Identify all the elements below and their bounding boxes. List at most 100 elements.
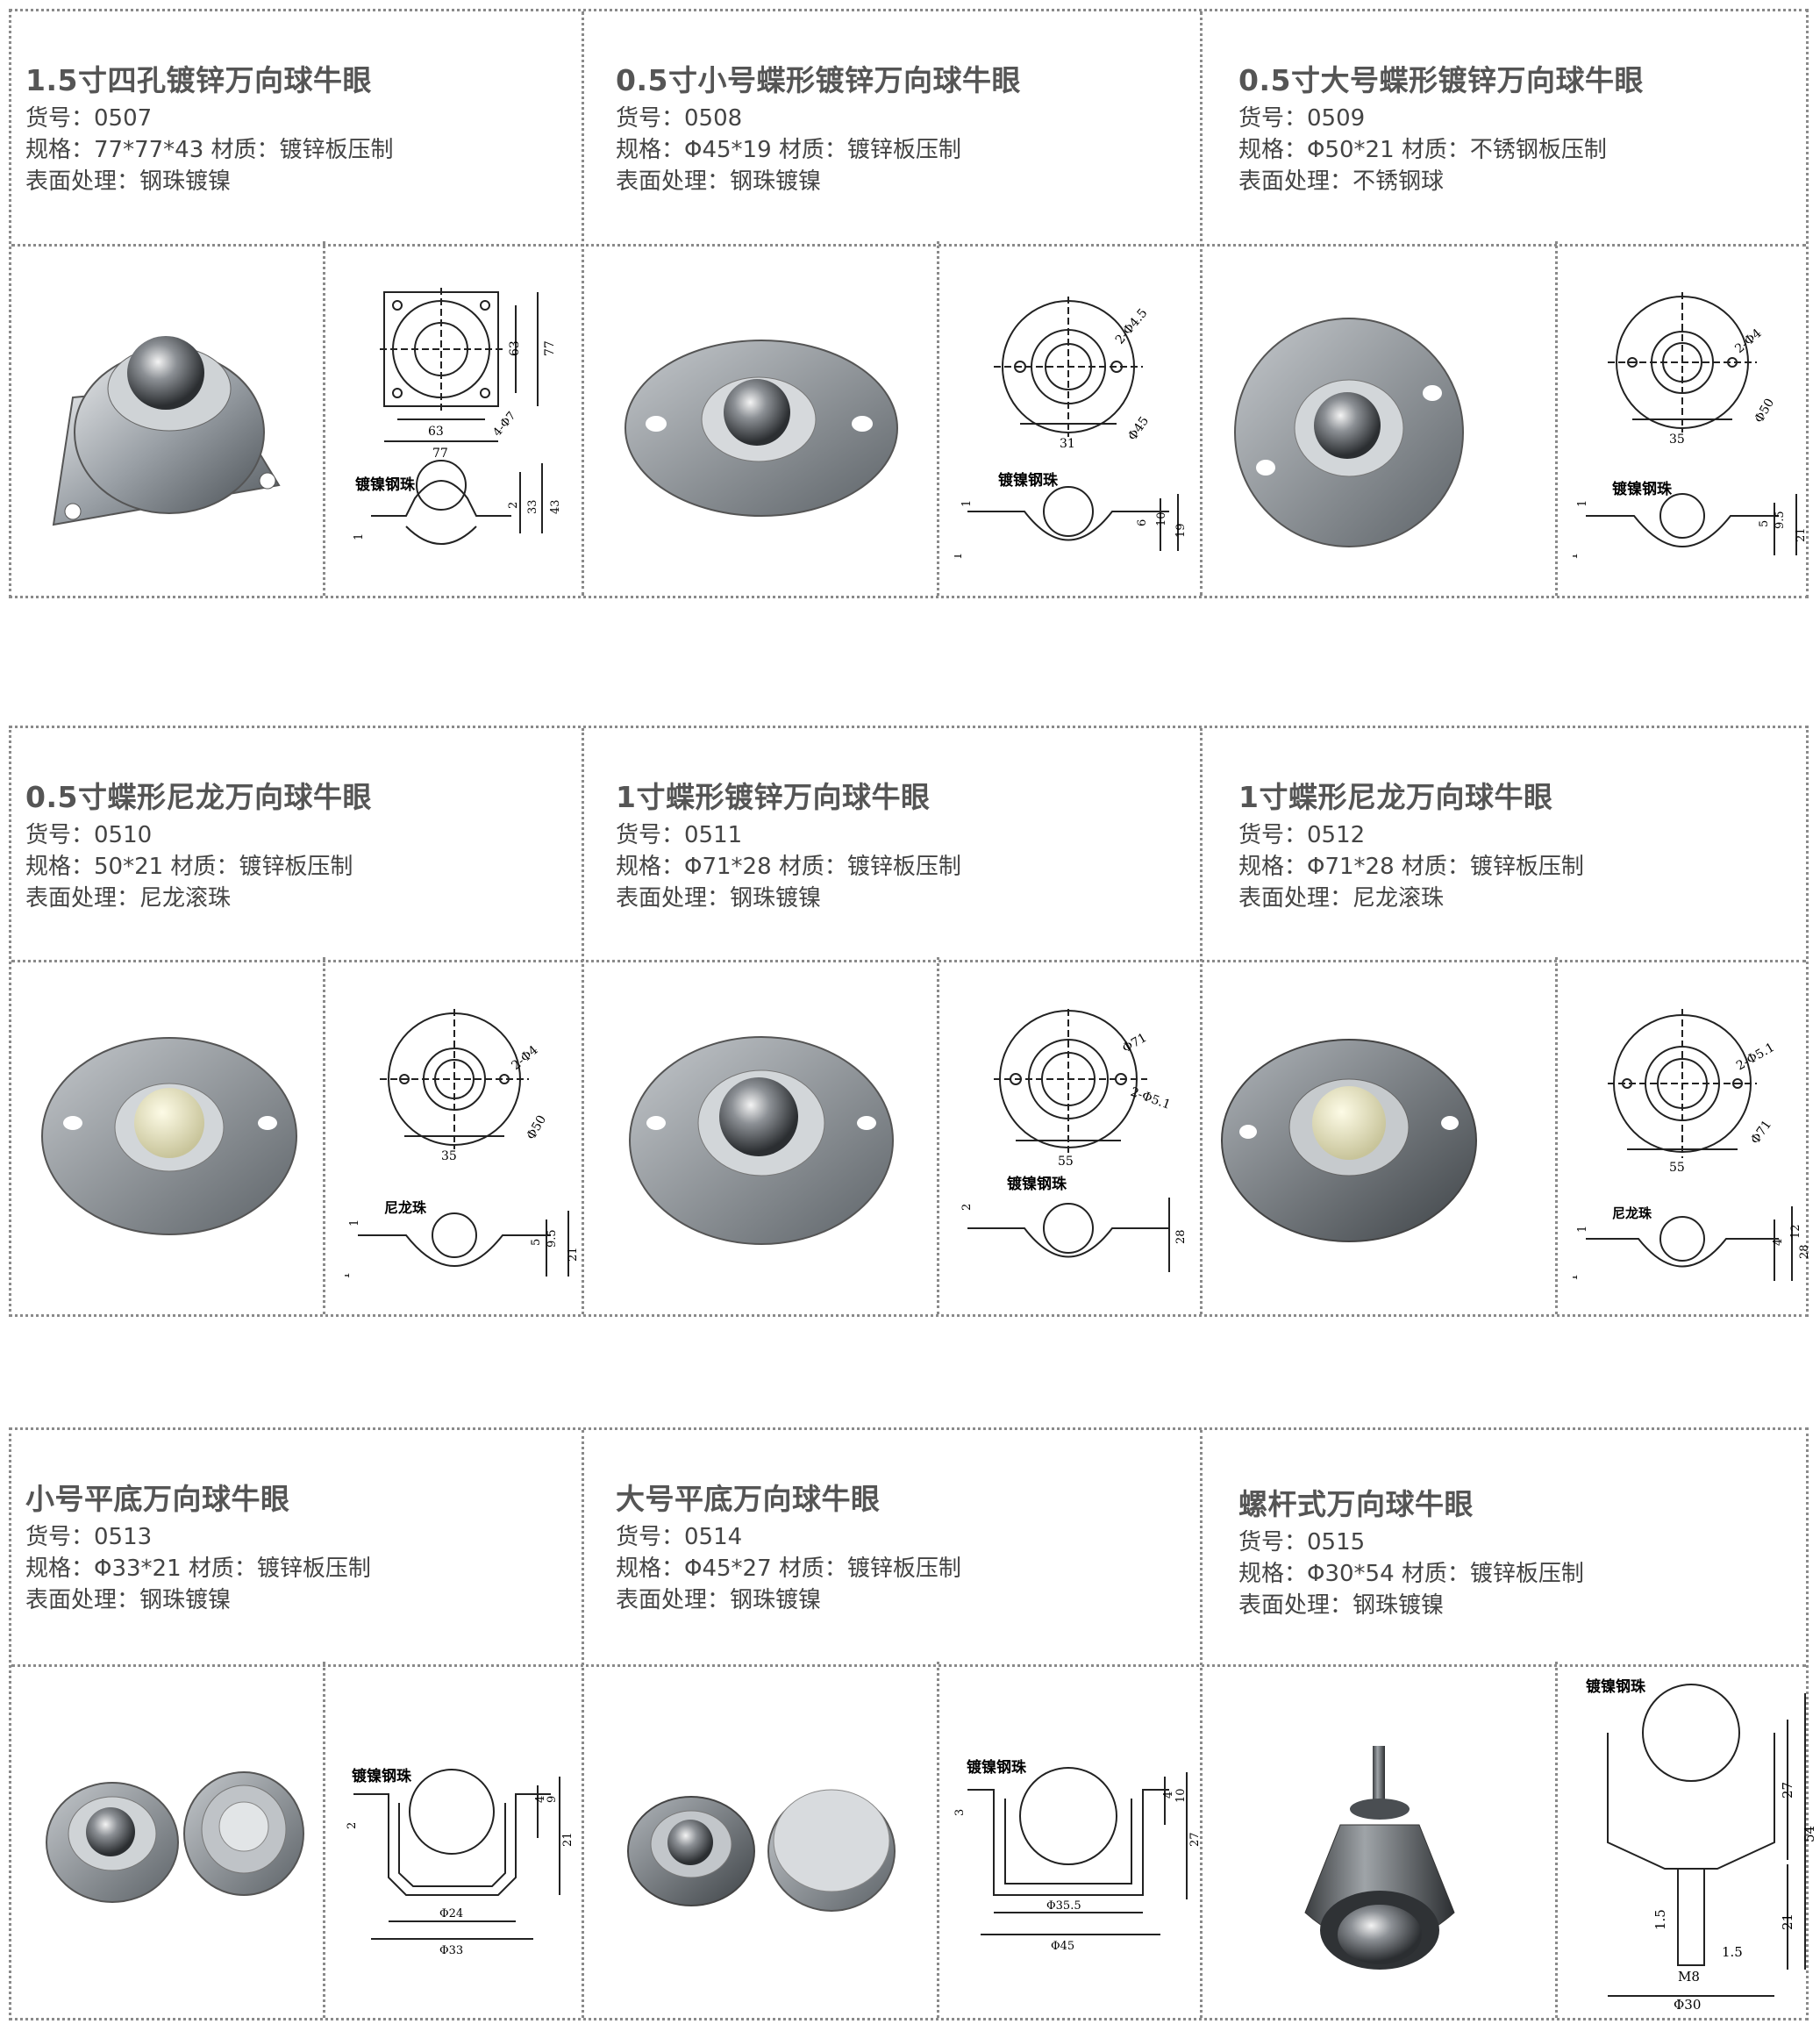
drawing-label: 镀镍钢珠 [1586,1677,1646,1696]
dim-label: 1 [345,1272,353,1279]
spec-material: 规格：77*77*43 材质：镀锌板压制 [25,137,394,163]
dim-label: 1 [1576,500,1589,507]
product-card-0511: 1寸蝶形镀锌万向球牛眼 货号：0511 规格：Φ71*28 材质：镀锌板压制 表… [602,728,1198,961]
dim-label: 1 [1573,1274,1581,1281]
dim-label: 1 [960,500,974,507]
divider [1555,241,1558,596]
product-title: 1寸蝶形镀锌万向球牛眼 [616,780,931,814]
dim-label: 2-Φ4 [509,1043,540,1073]
drawing-label: 镀镍钢珠 [1612,480,1673,498]
product-photo [1304,1746,1455,1970]
dim-label: Φ24 [439,1907,463,1920]
dim-label: 33 [526,499,539,514]
item-number: 货号：0514 [616,1524,743,1550]
technical-drawing: 镀镍钢珠 2 4 9 21 Φ24 Φ33 [346,1767,575,1957]
dim-label: 28 [1174,1229,1188,1244]
product-card-0515: 螺杆式万向球牛眼 货号：0515 规格：Φ30*54 材质：镀锌板压制 表面处理… [1224,1430,1803,1663]
product-card-0508: 0.5寸小号蝶形镀锌万向球牛眼 货号：0508 规格：Φ45*19 材质：镀锌板… [602,11,1198,244]
dim-label: 2 [960,1204,974,1211]
divider [582,728,584,1314]
divider [937,957,939,1314]
divider [1200,11,1203,596]
dim-label: 43 [549,499,562,514]
dim-label: 2-Φ4.5 [1113,306,1151,347]
spec-material: 规格：Φ45*27 材质：镀锌板压制 [616,1556,961,1582]
product-photo [1221,1039,1477,1242]
dim-label: 4-Φ7 [491,410,519,440]
product-row-2: 0.5寸蝶形尼龙万向球牛眼 货号：0510 规格：50*21 材质：镀锌板压制 … [9,726,1811,1317]
dim-label: 9.5 [1774,511,1787,529]
drawing-label: 镀镍钢珠 [352,1767,412,1785]
dim-label: 63 [508,340,522,356]
technical-drawing: 2-Φ4 Φ50 35 镀镍钢珠 9.5 5 21 1 1 [1573,292,1808,560]
dim-label: M8 [1678,1969,1700,1985]
product-photo [629,1036,894,1245]
technical-drawing: 2-Φ4 Φ50 35 尼龙珠 9.5 5 21 1 1 [345,1009,580,1279]
dim-label: 63 [428,425,444,439]
product-card-0512: 1寸蝶形尼龙万向球牛眼 货号：0512 规格：Φ71*28 材质：镀锌板压制 表… [1224,728,1803,961]
dim-label: 5 [1758,520,1771,527]
dim-label: 21 [1780,1913,1795,1930]
spec-material: 规格：Φ71*28 材质：镀锌板压制 [616,854,961,880]
drawing-label: 尼龙珠 [1612,1205,1652,1221]
divider [1200,1430,1203,2018]
dim-label: 10 [1155,511,1168,526]
divider [11,1664,1806,1667]
product-photo [52,336,281,526]
technical-drawing: 镀镍钢珠 3 4 10 27 Φ35.5 Φ45 [954,1758,1202,1953]
surface-treatment: 表面处理：钢珠镀镍 [25,168,232,195]
dim-label: 4 [534,1796,547,1803]
surface-treatment: 表面处理：尼龙滚珠 [1238,885,1445,912]
divider [937,241,939,596]
surface-treatment: 表面处理：钢珠镀镍 [25,1587,232,1613]
spec-material: 规格：Φ30*54 材质：镀锌板压制 [1238,1561,1584,1587]
dim-label: 28 [1798,1244,1811,1259]
divider [11,960,1806,962]
item-number: 货号：0509 [1238,105,1366,132]
divider [11,244,1806,247]
technical-drawing: Φ71 2-Φ5.1 55 2 镀镍钢珠 28 [960,1009,1188,1272]
technical-drawing: 2-Φ5.1 Φ71 55 尼龙珠 12 4 28 1 1 [1573,1009,1811,1281]
dim-label: 1 [353,533,366,540]
divider [1200,728,1203,1314]
item-number: 货号：0511 [616,822,743,848]
product-row-1: 1.5寸四孔镀锌万向球牛眼 货号：0507 规格：77*77*43 材质：镀锌板… [9,9,1809,598]
dim-label: 4 [1162,1792,1175,1799]
dim-label: 10 [1174,1788,1188,1803]
technical-drawing: 镀镍钢珠 27 54 21 1.5 1.5 M8 Φ30 [1586,1677,1817,2013]
spec-material: 规格：Φ71*28 材质：镀锌板压制 [1238,854,1584,880]
product-card-0507: 1.5寸四孔镀锌万向球牛眼 货号：0507 规格：77*77*43 材质：镀锌板… [11,11,582,244]
product-title: 0.5寸大号蝶形镀锌万向球牛眼 [1238,63,1644,97]
divider [582,1430,584,2018]
dim-label: 3 [954,1809,967,1816]
product-photo [1234,318,1464,547]
dim-label: 4 [1772,1239,1785,1246]
dim-label: 31 [1060,437,1075,451]
surface-treatment: 表面处理：钢珠镀镍 [616,885,822,912]
drawing-label: 镀镍钢珠 [967,1758,1027,1777]
dim-label: 2-Φ4 [1732,326,1764,356]
dim-label: Φ71 [1748,1118,1774,1147]
dim-label: Φ35.5 [1046,1899,1081,1913]
drawing-label: 尼龙珠 [384,1199,427,1216]
item-number: 货号：0508 [616,105,743,132]
product-photo [625,340,898,517]
dim-label: Φ30 [1674,1997,1701,2013]
product-photo [41,1037,297,1235]
surface-treatment: 表面处理：钢珠镀镍 [616,1587,822,1613]
product-title: 0.5寸蝶形尼龙万向球牛眼 [25,780,372,814]
product-title: 大号平底万向球牛眼 [616,1482,881,1516]
product-card-0514: 大号平底万向球牛眼 货号：0514 规格：Φ45*27 材质：镀锌板压制 表面处… [602,1430,1198,1663]
dim-label: 5 [530,1239,543,1246]
dim-label: 1 [954,553,965,560]
dim-label: Φ50 [1752,397,1778,426]
product-photo [627,1789,896,1912]
dim-label: 55 [1058,1155,1074,1169]
dim-label: 27 [1780,1782,1795,1799]
divider [323,241,325,596]
divider [582,11,584,596]
dim-label: 12 [1789,1224,1802,1239]
dim-label: Φ45 [1125,414,1152,443]
dim-label: 1 [348,1219,361,1227]
spec-material: 规格：Φ33*21 材质：镀锌板压制 [25,1556,371,1582]
